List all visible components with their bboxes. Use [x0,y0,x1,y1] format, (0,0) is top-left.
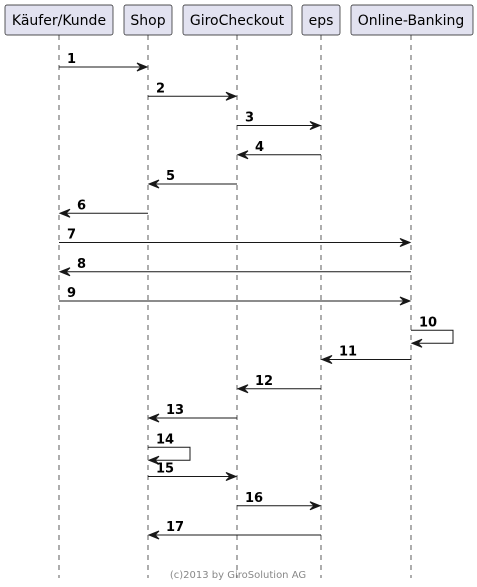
message-10: 10 [410,315,454,348]
arrow-head [236,384,249,394]
message-label: 9 [67,286,76,301]
message-label: 13 [166,403,184,418]
message-16: 16 [237,491,322,511]
message-label: 16 [245,491,263,506]
participant-label: GiroCheckout [190,13,285,29]
participants: Käufer/Kunde Shop GiroCheckout eps Online-Ba… [4,4,474,36]
message-6: 6 [58,198,148,218]
participant-eps: eps [301,4,341,36]
message-label: 11 [339,345,357,360]
self-message-line [148,446,191,461]
self-message-line [411,329,454,344]
participant-box [301,4,341,36]
arrow-head [147,530,160,540]
arrow-head [136,62,149,72]
participant-label: Online-Banking [358,13,465,29]
message-11: 11 [320,345,411,364]
arrow-head [399,296,412,306]
arrow-head [399,238,412,247]
arrow-head [320,355,333,364]
message-label: 3 [245,111,254,126]
message-label: 7 [67,228,76,243]
message-label: 10 [419,315,437,330]
participant-box [182,4,293,36]
arrow-head [225,472,238,481]
message-label: 4 [255,140,264,155]
participant-box [4,4,114,36]
message-12: 12 [236,374,321,394]
message-5: 5 [147,169,237,189]
participant-bank: Online-Banking [350,4,474,36]
message-label: 17 [166,520,184,535]
message-3: 3 [237,111,322,130]
arrow-head [147,413,160,423]
message-14: 14 [147,432,191,465]
message-2: 2 [148,81,238,101]
message-17: 17 [147,520,321,540]
participant-label: eps [309,13,334,29]
arrow-head [225,91,238,101]
arrow-head [58,267,71,277]
message-15: 15 [148,462,238,481]
arrow-head [236,150,249,160]
lifelines [58,35,412,578]
participant-kunde: Käufer/Kunde [4,4,114,36]
arrow-head [58,208,71,218]
participant-label: Shop [130,13,165,29]
participant-box [123,4,173,36]
message-7: 7 [59,228,412,247]
arrow-head [309,501,322,511]
arrow-head [147,179,160,189]
message-label: 5 [166,169,175,184]
arrow-head [410,338,423,348]
message-13: 13 [147,403,237,423]
message-label: 1 [67,52,76,67]
participant-label: Käufer/Kunde [12,13,106,29]
message-9: 9 [59,286,412,306]
participant-box [350,4,474,36]
arrow-head [147,455,160,465]
participant-giro: GiroCheckout [182,4,293,36]
message-label: 14 [156,432,174,447]
message-4: 4 [236,140,321,160]
message-label: 12 [255,374,273,389]
message-label: 15 [156,462,174,477]
message-label: 8 [77,257,86,272]
footer-copyright: (c)2013 by GiroSolution AG [170,570,306,581]
message-8: 8 [58,257,411,277]
message-label: 6 [77,198,86,213]
participant-shop: Shop [123,4,173,36]
arrow-head [309,121,322,130]
message-label: 2 [156,81,165,96]
message-1: 1 [59,52,149,72]
